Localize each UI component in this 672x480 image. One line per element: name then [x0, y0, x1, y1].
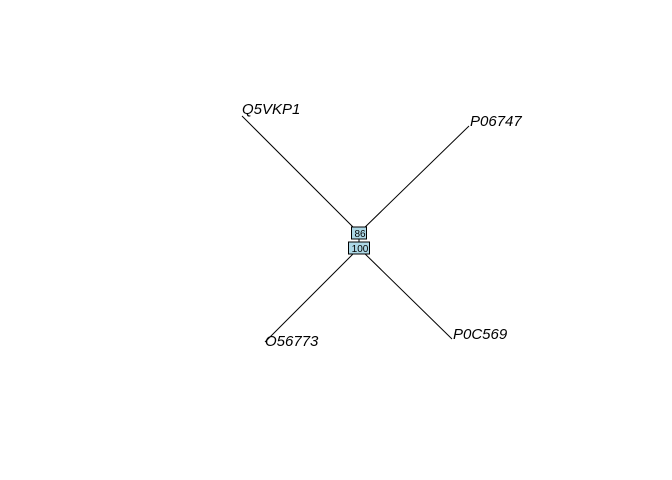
branch-n2-t4 [358, 247, 453, 340]
tip-label-p0c569: P0C569 [453, 326, 508, 343]
tip-label-o56773: O56773 [265, 333, 319, 350]
tip-label-p06747: P06747 [470, 113, 522, 130]
node-support-n1: 86 [351, 226, 367, 240]
branch-n1-t2 [358, 125, 470, 234]
support-value: 86 [354, 229, 366, 240]
branch-n2-t3 [264, 247, 360, 343]
tree-branches [241, 115, 470, 343]
node-support-n2: 100 [348, 241, 370, 255]
support-box [348, 241, 370, 255]
tip-label-q5vkp1: Q5VKP1 [242, 101, 300, 118]
support-value: 100 [352, 244, 369, 255]
support-box [351, 226, 367, 240]
branch-n1-t1 [241, 115, 360, 234]
